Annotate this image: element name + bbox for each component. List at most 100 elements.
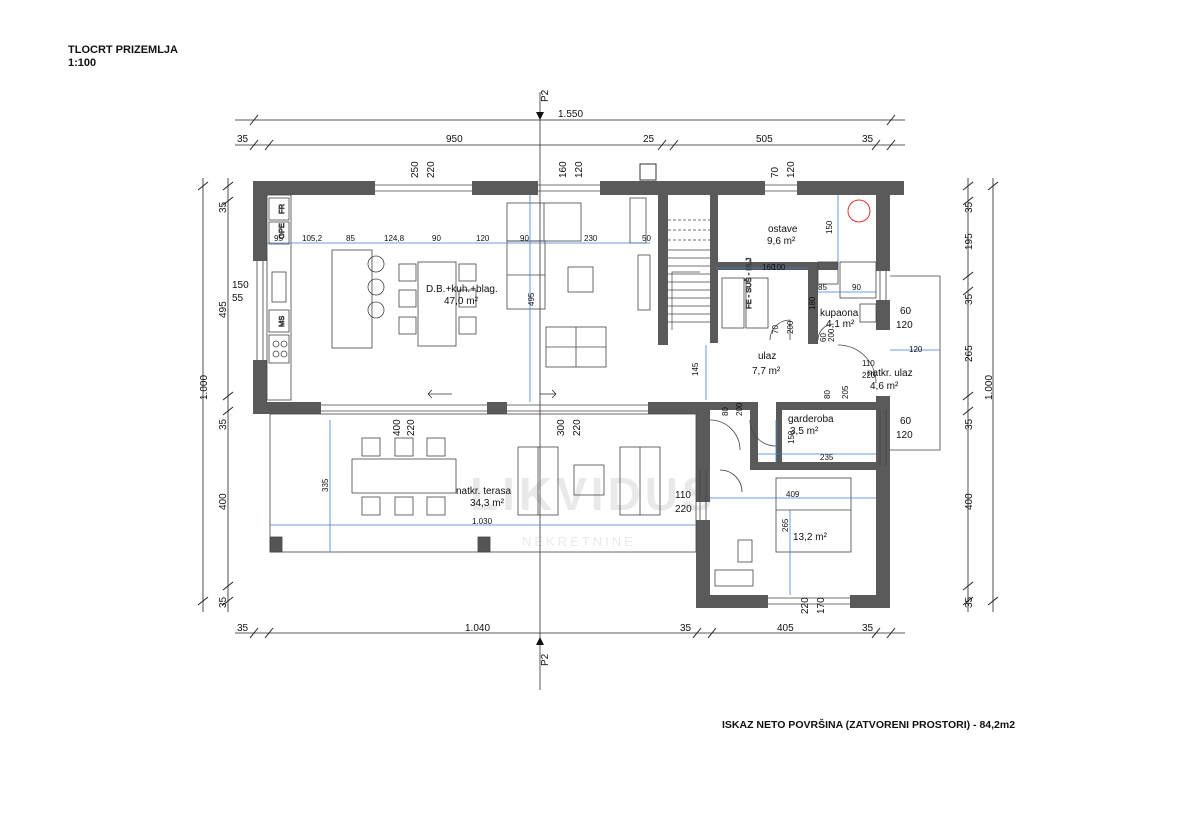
win-top2-h: 120 [574,161,585,178]
covered-entry-w: 120 [909,345,923,354]
covered-entry-win-h: 120 [896,320,913,331]
dim-bottom-5: 35 [862,623,874,634]
soba-furniture [714,477,852,587]
appliance-fridge-label: FR [277,203,286,214]
storage-w1: 160 [762,263,776,272]
storage-w2: 100 [772,263,786,272]
room-living-area: 47,0 m² [444,296,479,307]
room-entry-area: 7,7 m² [752,366,781,377]
drawing-scale: 1:100 [68,57,97,69]
win-left-w: 150 [232,280,249,291]
bath-h: 180 [808,296,817,310]
wardrobe-win-h: 120 [896,430,913,441]
bath-door2-h: 200 [827,328,836,342]
kitchen-dim-4: 90 [432,234,441,243]
dim-right-7: 35 [964,596,975,608]
soba-win-w: 220 [800,597,811,614]
dim-right-5: 35 [964,418,975,430]
room-terrace-area: 34,3 m² [470,498,505,509]
win-top1-w: 250 [410,161,421,178]
kitchen-dim-6: 90 [520,234,529,243]
win-top3-w: 70 [770,166,781,178]
dim-bottom-2: 1.040 [465,623,490,634]
walls [253,163,904,608]
win-top1-h: 220 [426,161,437,178]
dims-right: 1.000 35 195 35 265 35 400 35 [964,201,995,608]
entry-door-w: 110 [862,359,875,368]
inner-dimension-lines [267,195,940,595]
bath-fixtures: FE - SUŠ - BLJ [721,199,877,329]
dim-top-4: 505 [756,134,773,145]
dim-top-total: 1.550 [558,109,583,120]
terrace-furniture [351,437,661,516]
room-storage-area: 9,6 m² [767,236,796,247]
soba-h: 265 [781,518,790,532]
dim-top-3: 25 [643,134,655,145]
drawing-title: TLOCRT PRIZEMLJA 1:100 [68,44,178,70]
dimension-lines [197,114,999,639]
room-storage-name: ostave [768,224,798,235]
dim-bottom-1: 35 [237,623,249,634]
kitchen-dim-1: 105,2 [302,234,323,243]
win-left-h: 55 [232,293,244,304]
kitchen-dim-3: 124,8 [384,234,405,243]
dim-right-2: 195 [964,233,975,250]
terrace-door1-w: 400 [392,419,403,436]
dim-top-5: 35 [862,134,874,145]
terrace-door2-h: 220 [572,419,583,436]
wardrobe-door-w: 80 [721,407,730,416]
section-marker-top: P2 [536,89,551,690]
terrace-door1-h: 220 [406,419,417,436]
dim-left-2: 495 [218,301,229,318]
dims-bottom: 35 1.040 35 405 35 [237,623,874,634]
section-marker-bottom: P2 [536,637,551,666]
dim-bottom-4: 405 [777,623,794,634]
area-summary: ISKAZ NETO POVRŠINA (ZATVORENI PROSTORI)… [722,719,1016,731]
kitchen: FR OPE MS [266,194,385,401]
dims-left: 1.000 35 495 35 400 35 [199,201,229,608]
dining-set [398,261,477,347]
dim-left-total: 1.000 [199,375,210,400]
room-covered-entry-area: 4,6 m² [870,381,899,392]
soba-win-h: 170 [816,597,827,614]
soba-door-h: 220 [675,504,692,515]
storage-h: 150 [825,220,834,234]
watermark: LIKVIDUS NEKRETNINE [470,468,713,549]
appliance-laundry-label: FE - SUŠ - BLJ [744,257,753,309]
soba-door-w: 110 [675,490,691,501]
room-entry-name: ulaz [758,351,776,362]
room-labels: D.B.+kuh.+blag. 47,0 m² ostave 9,6 m² ku… [426,224,913,543]
kitchen-dim-0: 95 [274,234,283,243]
room-living-name: D.B.+kuh.+blag. [426,284,498,295]
entry-door2-h: 205 [841,385,850,399]
terrace-door2-w: 300 [556,419,567,436]
watermark-sub: NEKRETNINE [522,534,636,549]
outdoor-outlines [269,275,941,553]
bath-w: 85 [818,283,827,292]
room-covered-entry-name: natkr. ulaz [867,368,913,379]
dim-left-1: 35 [218,201,229,213]
room-bath-area: 4,1 m² [826,319,855,330]
bath-w2: 90 [852,283,861,292]
stairs [668,219,710,330]
sofa [506,197,651,368]
room-soba-area: 13,2 m² [793,532,828,543]
room-wardrobe-area: 3,5 m² [790,426,819,437]
bath-door-w: 70 [771,325,780,334]
dim-top-2: 950 [446,134,463,145]
kitchen-dim-7: 230 [584,234,598,243]
entry-h: 145 [691,362,700,376]
windows [256,184,887,605]
kitchen-dim-8: 50 [642,234,651,243]
living-depth: 495 [527,292,536,306]
dim-left-4: 400 [218,493,229,510]
inner-dims: 95 105,2 85 124,8 90 120 90 230 50 250 2… [232,161,923,614]
dim-right-total: 1.000 [984,375,995,400]
kitchen-dim-5: 120 [476,234,490,243]
direction-arrows [427,389,557,399]
appliance-microwave-label: MS [277,316,286,327]
terrace-h: 335 [321,478,330,492]
room-terrace-name: natkr. terasa [456,486,511,497]
bath-door-h: 200 [786,320,795,334]
